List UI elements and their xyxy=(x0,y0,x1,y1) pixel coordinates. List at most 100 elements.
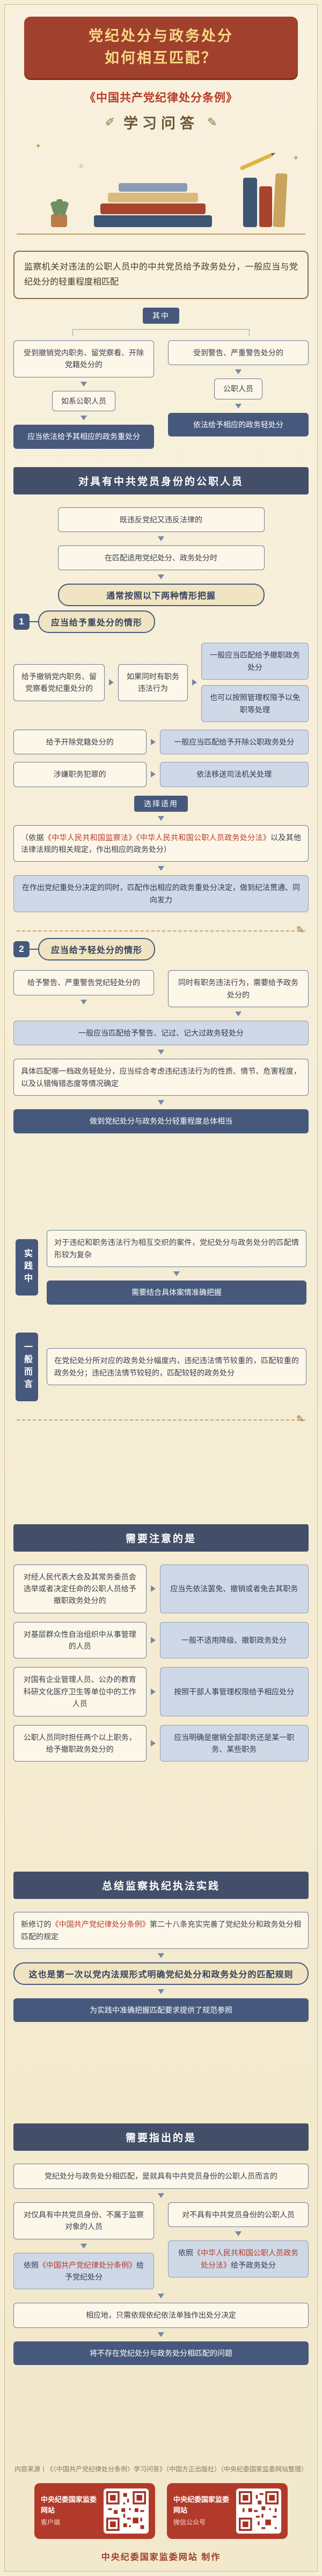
case1-rowC-condition: 涉嫌职务犯罪的 xyxy=(13,762,147,787)
pencil-icon: ✎ xyxy=(207,115,217,129)
note-4-condition: 公职人员同时担任两个以上职务，给予撤职政务处分的 xyxy=(13,1724,147,1762)
points-branches: 对仅具有中共党员身份、不属于监察对象的人员 依照《中国共产党纪律处分条例》给予党… xyxy=(13,2202,309,2290)
case1-title: 应当给予重处分的情形 xyxy=(38,610,156,634)
points-mid: 相应地，只需依规依纪依法单独作出处分决定 xyxy=(13,2303,309,2328)
party-member-section: 对具有中共党员身份的公职人员 既违反党纪又违反法律的 在匹配适用党纪处分、政务处… xyxy=(13,449,309,607)
note-row: 对基层群众性自治组织中从事管理的人员 一般不适用降级、撤职政务处分 xyxy=(13,1621,309,1659)
points-lead: 党纪处分与政务处分相匹配，是就具有中共党员身份的公职人员而言的 xyxy=(13,2164,309,2189)
notes-section: 需要注意的是 对经人民代表大会及其常务委员会选举或者决定任命的公职人员给予撤职政… xyxy=(13,1506,309,1771)
page-title-line2: 如何相互匹配？ xyxy=(105,49,217,66)
right-arrow xyxy=(150,1740,156,1747)
section-band-party-member: 对具有中共党员身份的公职人员 xyxy=(13,467,309,494)
heavy-penalty-case: 1 应当给予重处分的情形 给予撤销党内职务、留党察看党纪重处分的 如果同时有职务… xyxy=(13,606,309,935)
case2-condition-left: 给予警告、严重警告党纪轻处分的 xyxy=(13,970,154,1021)
header-divider xyxy=(17,234,305,235)
points-branch-party-only: 对仅具有中共党员身份、不属于监察对象的人员 依照《中国共产党纪律处分条例》给予党… xyxy=(13,2202,154,2290)
down-arrow xyxy=(158,2294,164,2299)
down-arrow xyxy=(158,1989,164,1995)
points-conclusion: 将不存在党纪处分与政务处分相匹配的问题 xyxy=(13,2341,309,2366)
plant-pot-icon xyxy=(51,214,67,227)
qr-code-graphic xyxy=(106,2491,146,2531)
note-2-rule: 一般不适用降级、撤职政务处分 xyxy=(159,1621,309,1659)
flow-step-2: 在匹配适用党纪处分、政务处分时 xyxy=(57,545,265,571)
branch-heavy-subject: 如系公职人员 xyxy=(52,390,115,412)
header-section: 党纪处分与政务处分 如何相互匹配？ 《中国共产党纪律处分条例》 ✐ 学习问答 ✎… xyxy=(13,17,309,251)
down-arrow xyxy=(235,1012,241,1017)
apply-selectively-label: 选择适用 xyxy=(134,795,188,812)
down-arrow xyxy=(235,369,241,375)
down-arrow xyxy=(158,1100,164,1105)
down-arrow xyxy=(80,999,87,1005)
qr-wechat-label: 中央纪委国家监委网站 微信公众号 xyxy=(173,2494,231,2527)
title-banner: 党纪处分与政务处分 如何相互匹配？ xyxy=(24,17,298,78)
book-grey xyxy=(119,183,187,192)
branch-light-subject: 公职人员 xyxy=(214,379,262,399)
party-only-rule: 依照《中国共产党纪律处分条例》给予党纪处分 xyxy=(13,2252,154,2290)
summary-conclusion: 为实践中准确把握匹配要求提供了规范参照 xyxy=(13,1998,309,2022)
case1-rowC-result: 依法移送司法机关处理 xyxy=(159,762,309,787)
down-arrow xyxy=(80,416,87,421)
general-statement: 在党纪处分所对应的政务处分幅度内，违纪违法情节较重的，匹配较重的政务处分；违纪违… xyxy=(47,1348,306,1386)
pen-nib-icon: ✐ xyxy=(105,115,115,129)
points-section: 需要指出的是 党纪处分与政务处分相匹配，是就具有中共党员身份的公职人员而言的 对… xyxy=(13,2105,309,2366)
case1-row-a: 给予撤销党内职务、留党察看党纪重处分的 如果同时有职务违法行为 一般应当匹配给予… xyxy=(13,643,309,722)
content-frame: 党纪处分与政务处分 如何相互匹配？ 《中国共产党纪律处分条例》 ✐ 学习问答 ✎… xyxy=(4,4,318,2572)
down-arrow xyxy=(158,1050,164,1055)
sparkle-icon: ✦ xyxy=(292,154,299,163)
rule-prefix: 依照 xyxy=(24,2260,39,2269)
page-title-line1: 党纪处分与政务处分 xyxy=(89,28,233,44)
practice-tag: 实践中 xyxy=(16,1239,38,1296)
right-arrow xyxy=(150,771,156,778)
intro-section: 监察机关对违法的公职人员中的中共党员给予政务处分，一般应当与党纪处分的轻重程度相… xyxy=(13,251,309,449)
case1-rowA-result-1: 一般应当匹配给予撤职政务处分 xyxy=(201,643,309,680)
case1-rowB-result: 一般应当匹配给予开除公职政务处分 xyxy=(159,729,309,755)
public-only-rule: 依照《中华人民共和国公职人员政务处分法》给予政务处分 xyxy=(168,2240,309,2277)
section-band-summary: 总结监察执纪执法实践 xyxy=(13,1872,309,1900)
practice-statement: 对于违纪和职务违法行为相互交织的案件，党纪处分与政务处分的匹配情形较为复杂 xyxy=(47,1230,306,1268)
branch-heavy: 受到撤销党内职务、留党察看、开除党籍处分的 如系公职人员 应当依法给予其相应的政… xyxy=(13,340,154,449)
public-only-condition: 对不具有中共党员身份的公职人员 xyxy=(168,2202,309,2228)
intro-lead: 监察机关对违法的公职人员中的中共党员给予政务处分，一般应当与党纪处分的轻重程度相… xyxy=(13,251,309,299)
case2-match-rule: 一般应当匹配给予警告、记过、记大过政务轻处分 xyxy=(13,1021,309,1046)
book-tan xyxy=(108,193,198,202)
rule-prefix: 依照 xyxy=(178,2248,193,2258)
footer-section: 内容来源丨《〈中国共产党纪律处分条例〉学习问答》（中国方正出版社）（中央纪委国家… xyxy=(13,2448,309,2563)
branch-heavy-result: 应当依法给予其相应的政务重处分 xyxy=(13,425,154,449)
branch-light-result: 依法给予相应的政务轻处分 xyxy=(168,412,309,437)
matching-flow: 既违反党纪又违反法律的 在匹配适用党纪处分、政务处分时 通常按照以下两种情形把握 xyxy=(57,507,265,607)
note-row: 对国有企业管理人员、公办的教育科研文化医疗卫生等单位中的工作人员 按照干部人事管… xyxy=(13,1667,309,1716)
case2-number-badge: 2 xyxy=(13,941,30,958)
practice-body: 对于违纪和职务违法行为相互交织的案件，党纪处分与政务处分的匹配情形较为复杂 需要… xyxy=(47,1230,306,1305)
desk-illustration: ✦ ✦ ✧ xyxy=(13,137,309,228)
section-band-points: 需要指出的是 xyxy=(13,2123,309,2151)
regulation-title-red: 《中国共产党纪律处分条例》 xyxy=(39,2260,136,2269)
case1-rowA-result-2: 也可以按照管理权限予以免职等处理 xyxy=(201,685,309,722)
note-2-condition: 对基层群众性自治组织中从事管理的人员 xyxy=(13,1621,147,1659)
branch-heavy-condition: 受到撤销党内职务、留党察看、开除党籍处分的 xyxy=(13,340,154,377)
case2-detail: 具体匹配哪一档政务轻处分，应当综合考虑违纪违法行为的性质、情节、危害程度，以及认… xyxy=(13,1059,309,1096)
note-3-rule: 按照干部人事管理权限给予相应处分 xyxy=(159,1667,309,1716)
qr-card-wechat: 中央纪委国家监委网站 微信公众号 xyxy=(167,2483,288,2539)
rule-suffix: 给予政务处分 xyxy=(231,2260,276,2269)
case1-conclusion: 在作出党纪重处分决定的同时，匹配作出相应的政务重处分决定，做到纪法贯通、同向发力 xyxy=(13,875,309,913)
summary-regulation: 新修订的《中国共产党纪律处分条例》第二十八条充实完善了党纪处分和政务处分相匹配的… xyxy=(13,1912,309,1949)
regulation-book-title: 《中国共产党纪律处分条例》 xyxy=(84,92,238,104)
right-arrow xyxy=(150,1585,156,1592)
regulation-title-red: 《中国共产党纪律处分条例》 xyxy=(51,1920,150,1929)
note-1-rule: 应当先依法罢免、撤销或者免去其职务 xyxy=(159,1564,309,1613)
qr-app-title: 中央纪委国家监委网站 xyxy=(41,2495,97,2514)
right-arrow xyxy=(109,679,114,686)
case2-left-box: 给予警告、严重警告党纪轻处分的 xyxy=(13,970,154,995)
qr-app-label: 中央纪委国家监委网站 客户端 xyxy=(41,2494,98,2527)
down-arrow xyxy=(158,1953,164,1959)
pencil-illustration xyxy=(239,153,273,171)
producer-credit: 中央纪委国家监委网站 制作 xyxy=(101,2552,221,2562)
general-rule-section: 一般而言 在党纪处分所对应的政务处分幅度内，违纪违法情节较重的，匹配较重的政务处… xyxy=(13,1319,309,1424)
qr-row: 中央纪委国家监委网站 客户端 xyxy=(13,2483,309,2539)
qr-card-app: 中央纪委国家监委网站 客户端 xyxy=(34,2483,155,2539)
qr-app-subtitle: 客户端 xyxy=(41,2519,61,2527)
rule-suffix: 给予党纪处分 xyxy=(65,2260,144,2281)
book-red xyxy=(100,203,206,214)
qr-code-app xyxy=(104,2488,149,2534)
